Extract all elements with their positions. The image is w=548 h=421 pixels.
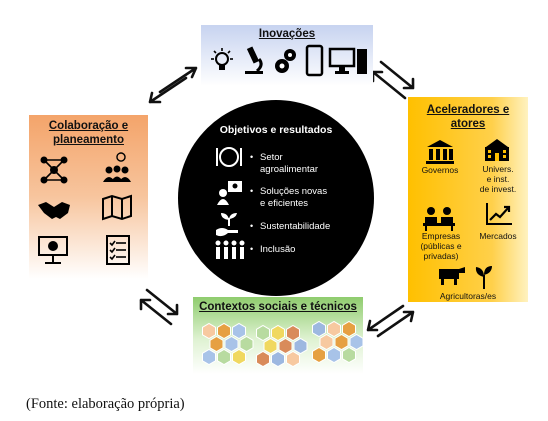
people-icon — [215, 240, 245, 259]
hexagon-cell — [286, 324, 300, 342]
map-icon — [102, 194, 132, 221]
handshake-icon — [38, 202, 70, 219]
hexagon-cell — [342, 320, 356, 338]
gears-icon — [275, 49, 296, 73]
aceleradores-panel: Aceleradores e atores Governos Univers. … — [408, 97, 528, 302]
hexagon-cell — [263, 337, 278, 355]
label-mercados: Mercados — [479, 231, 517, 241]
bullet-3: • — [250, 221, 254, 231]
hexagon-cell — [217, 348, 231, 366]
arrow-top-left-a — [158, 66, 198, 94]
hexagon-cell — [232, 322, 246, 340]
label-universidades: Univers. e inst. de invest. — [479, 164, 517, 194]
hexagon-cell — [224, 335, 239, 353]
caption: (Fonte: elaboração própria) — [26, 396, 185, 412]
plant-hand-icon — [216, 213, 238, 237]
meeting-icon — [423, 207, 455, 231]
hexagon-cell — [209, 335, 224, 353]
objectives-circle: Objetivos e resultados • Setor agroalime… — [178, 100, 374, 296]
colaboracao-title: Colaboração e planeamento — [48, 120, 129, 146]
arrow-bottom-right-b — [376, 310, 415, 338]
hexagon-grid-icon — [202, 320, 364, 368]
idea-person-icon — [217, 181, 242, 205]
hexagon-cell — [271, 350, 285, 368]
hexagon-cell — [217, 322, 231, 340]
item-solucoes: Soluções novas e eficientes — [260, 186, 328, 209]
hexagon-cell — [312, 320, 326, 338]
lightbulb-icon — [211, 48, 233, 70]
hexagon-cell — [202, 322, 216, 340]
hexagon-cell — [349, 333, 364, 351]
checklist-icon — [106, 235, 130, 265]
arrow-bottom-left-a — [145, 288, 179, 316]
bullet-4: • — [250, 244, 254, 254]
microscope-icon — [245, 46, 263, 74]
hexagon-cell — [319, 333, 334, 351]
inovacoes-panel: Inovações — [201, 25, 373, 86]
hexagon-cell — [256, 350, 270, 368]
contextos-title: Contextos sociais e técnicos — [199, 301, 357, 313]
rising-chart-icon — [486, 203, 512, 225]
inovacoes-title: Inovações — [258, 28, 316, 40]
arrow-bottom-right-a — [366, 304, 405, 332]
network-icon — [40, 156, 68, 184]
aceleradores-title: Aceleradores e atores — [426, 104, 510, 130]
hexagon-cell — [271, 324, 285, 342]
arrow-top-right-b — [371, 70, 407, 100]
group-icon — [103, 152, 131, 182]
colaboracao-panel: Colaboração e planeamento — [29, 115, 148, 279]
arrow-top-left-b — [148, 76, 188, 104]
university-icon — [485, 139, 509, 161]
contextos-panel: Contextos sociais e técnicos — [193, 297, 364, 374]
hexagon-cell — [239, 335, 254, 353]
hexagon-cell — [293, 337, 308, 355]
presentation-icon — [38, 236, 68, 264]
desktop-computer-icon — [328, 47, 367, 74]
label-empresas: Empresas (públicas e privadas) — [420, 231, 462, 261]
bullet-1: • — [250, 152, 254, 162]
hexagon-cell — [232, 348, 246, 366]
item-sustentabilidade: Sustentabilidade — [260, 221, 331, 232]
hexagon-cell — [286, 350, 300, 368]
hexagon-cell — [334, 333, 349, 351]
arrow-top-right-a — [379, 60, 415, 90]
hexagon-cell — [327, 346, 341, 364]
item-inclusao: Inclusão — [260, 244, 296, 255]
government-building-icon — [426, 140, 454, 164]
bullet-2: • — [250, 186, 254, 196]
hexagon-cell — [327, 320, 341, 338]
cow-plant-icon — [439, 266, 492, 289]
hexagon-cell — [278, 337, 293, 355]
hexagon-cell — [312, 346, 326, 364]
plate-icon — [216, 147, 242, 167]
center-title: Objetivos e resultados — [219, 124, 333, 136]
hexagon-cell — [202, 348, 216, 366]
label-governos: Governos — [421, 165, 459, 175]
smartphone-icon — [305, 44, 324, 77]
label-agricultores: Agricultoras/es — [439, 291, 497, 301]
hexagon-cell — [256, 324, 270, 342]
arrow-bottom-left-b — [139, 298, 173, 326]
hexagon-cell — [342, 346, 356, 364]
item-setor: Setor agroalimentar — [260, 152, 319, 175]
